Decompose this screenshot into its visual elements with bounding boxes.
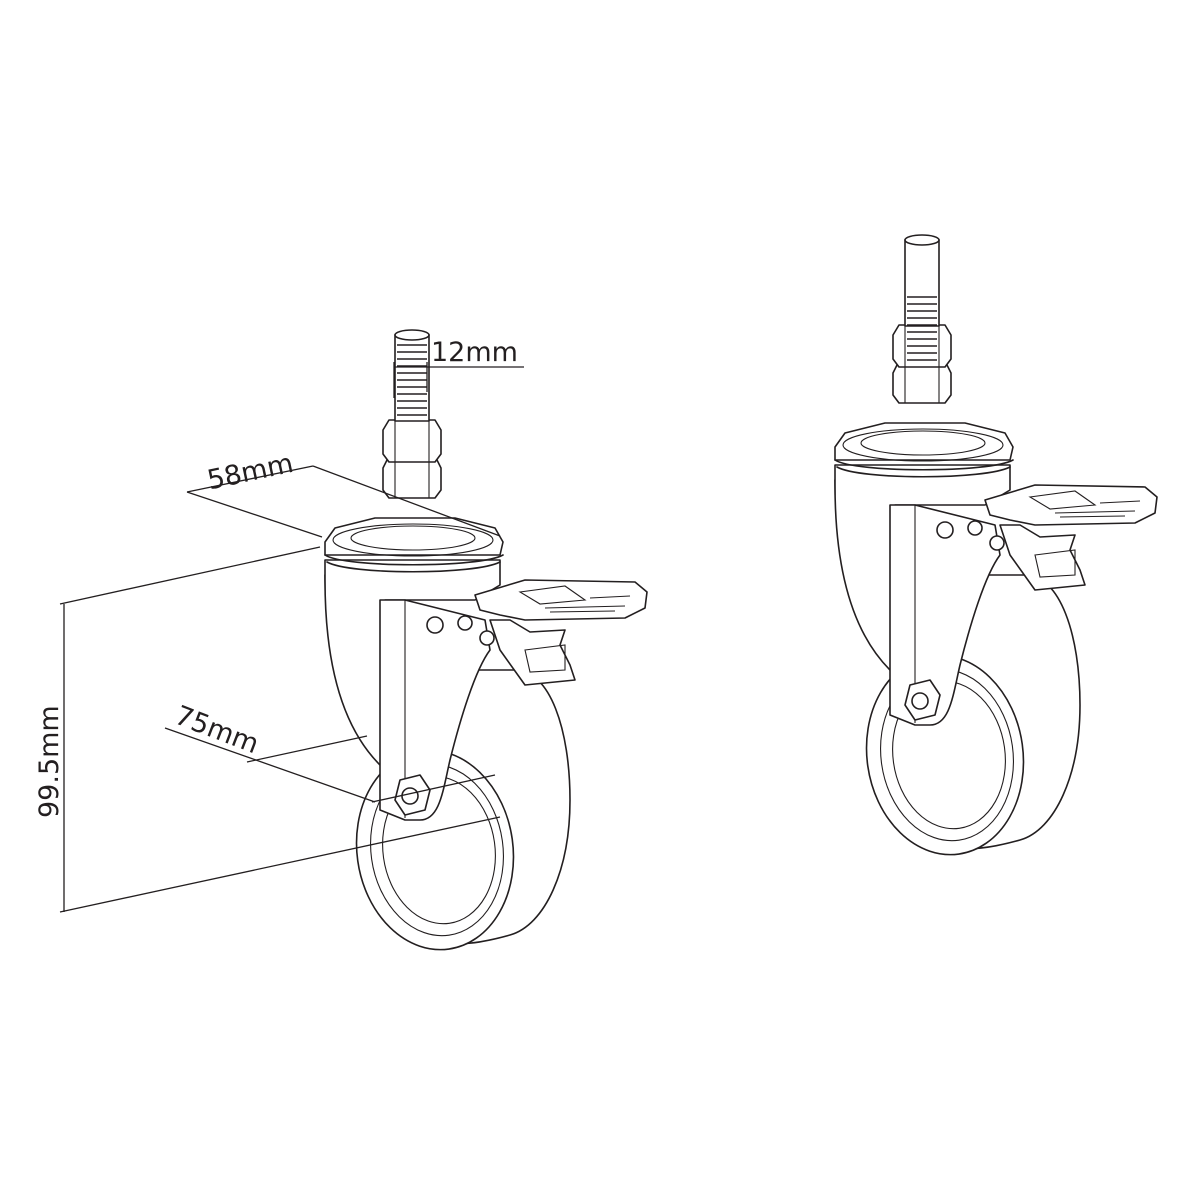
dimension-stem-diameter [393,362,524,398]
caster-left [324,329,648,961]
dimension-total-height [59,546,501,913]
dimension-wheel-diameter [164,727,496,803]
dimension-plate-width [186,465,501,538]
label-stem-diameter: 12mm [431,337,518,368]
label-total-height: 99.5mm [34,705,65,818]
caster-right [834,234,1158,866]
